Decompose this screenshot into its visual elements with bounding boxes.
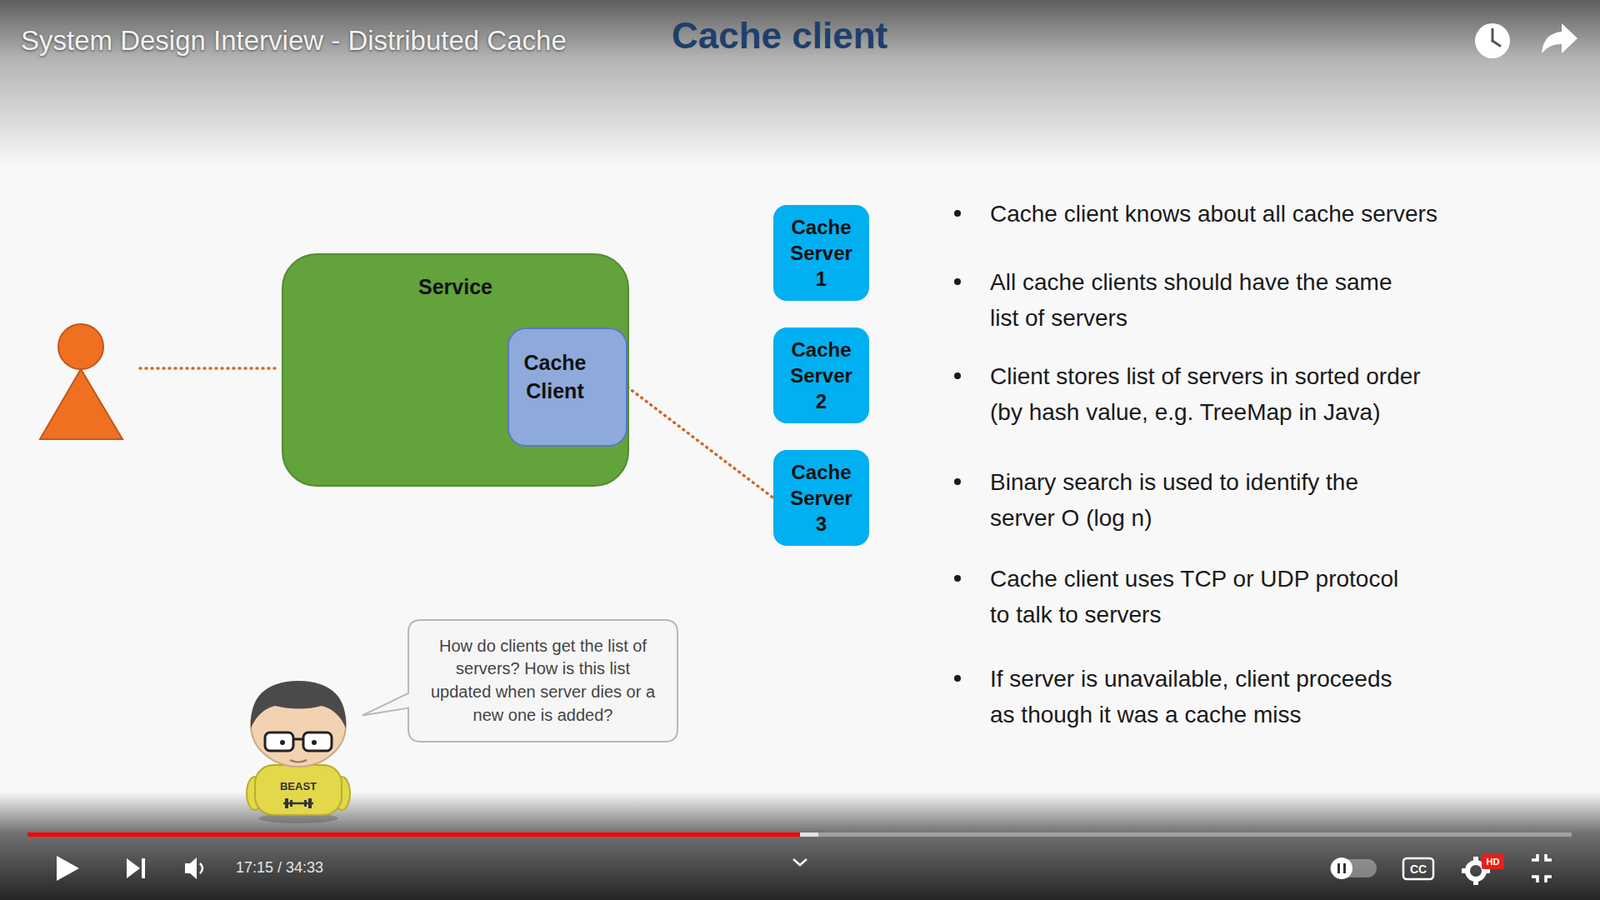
person-body xyxy=(40,369,123,440)
node-text: How do clients get the list of servers? … xyxy=(424,635,662,727)
bullet-dot xyxy=(954,210,961,217)
cache-server-box: Cache Server 2 xyxy=(773,327,870,424)
cache-client-box: Cache Client xyxy=(507,327,628,447)
bullet-text: Client stores list of servers in sorted … xyxy=(990,358,1439,430)
time-display: 17:15 / 34:33 xyxy=(235,859,324,877)
bullet-dot xyxy=(954,278,961,285)
exit-fullscreen-icon xyxy=(1531,854,1552,883)
cache-server-box: Cache Server 1 xyxy=(773,205,870,301)
dotted-connector xyxy=(627,387,774,499)
hd-badge: HD xyxy=(1481,854,1505,870)
bullet-dot xyxy=(954,675,961,682)
bullet-text: Binary search is used to identify the se… xyxy=(990,464,1382,536)
node-text: Cache Client xyxy=(509,349,601,406)
buffer-bar xyxy=(800,832,819,837)
cache-server-box: Cache Server 3 xyxy=(773,450,870,546)
share-icon xyxy=(1541,23,1578,54)
user-link xyxy=(140,366,278,370)
video-title: System Design Interview - Distributed Ca… xyxy=(20,25,567,57)
next-icon xyxy=(126,858,145,879)
node-text: Cache Server 2 xyxy=(783,336,860,415)
bullet-text: Cache client knows about all cache serve… xyxy=(990,195,1507,232)
speech-bubble: How do clients get the list of servers? … xyxy=(407,619,679,743)
node-text: Cache Server 3 xyxy=(783,459,860,538)
captions-text: CC xyxy=(1403,858,1434,880)
progress-track xyxy=(27,832,1572,837)
bullet-text: Cache client uses TCP or UDP protocol to… xyxy=(990,560,1414,633)
progress-bar xyxy=(27,832,800,837)
volume-icon xyxy=(185,857,203,880)
bullet-dot xyxy=(954,478,961,485)
slide-title: Cache client xyxy=(671,15,888,57)
bullet-dot xyxy=(954,372,961,380)
node-text: Service xyxy=(283,275,628,300)
settings-icon xyxy=(1461,854,1505,885)
player-shade xyxy=(0,791,1600,900)
watch-later-icon xyxy=(1475,23,1510,59)
person-head xyxy=(58,324,104,370)
bullet-text: All cache clients should have the same l… xyxy=(990,264,1413,336)
service-box: ServiceCache Client xyxy=(281,253,630,487)
presenter-character xyxy=(246,680,350,824)
autoplay-toggle xyxy=(1330,857,1377,880)
shirt-text: BEAST xyxy=(271,780,325,793)
play-icon xyxy=(56,855,80,881)
chevron-icon xyxy=(793,859,807,865)
bullet-dot xyxy=(954,575,961,582)
captions-icon xyxy=(1403,858,1434,880)
bullet-text: If server is unavailable, client proceed… xyxy=(990,660,1407,733)
node-text: Cache Server 1 xyxy=(783,214,860,293)
